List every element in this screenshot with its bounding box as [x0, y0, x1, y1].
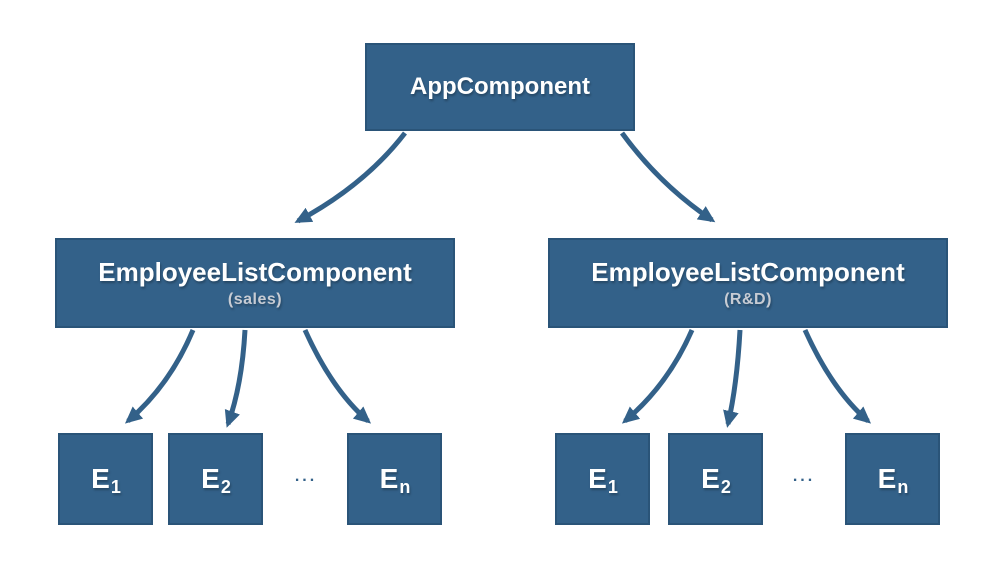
arrow-rnd-to-e2: [723, 329, 743, 428]
node-label: E2: [701, 463, 731, 497]
arrow-root-to-rnd: [619, 131, 716, 223]
node-sublabel: (sales): [227, 291, 283, 308]
node-label: E1: [588, 463, 618, 497]
node-label: E2: [201, 463, 231, 497]
node-employee-list-rnd: EmployeeListComponent (R&D): [548, 238, 948, 328]
node-employee-list-sales: EmployeeListComponent (sales): [55, 238, 455, 328]
arrow-sales-to-e1: [124, 329, 196, 424]
node-rnd-e2: E2: [668, 433, 763, 525]
node-label: EmployeeListComponent: [591, 257, 905, 287]
node-sublabel: (R&D): [724, 291, 772, 308]
ellipsis-rnd: ...: [792, 468, 816, 485]
arrow-sales-to-e2: [224, 329, 248, 428]
arrow-root-to-sales: [294, 131, 407, 224]
arrow-sales-to-en: [302, 328, 372, 424]
node-label: En: [379, 463, 411, 497]
arrow-rnd-to-en: [802, 328, 872, 424]
node-sales-e1: E1: [58, 433, 153, 525]
node-rnd-en: En: [845, 433, 940, 525]
node-app-component: AppComponent: [365, 43, 635, 131]
arrow-rnd-to-e1: [621, 328, 695, 424]
node-label: En: [877, 463, 909, 497]
node-sales-en: En: [347, 433, 442, 525]
node-label: EmployeeListComponent: [98, 257, 412, 287]
node-sales-e2: E2: [168, 433, 263, 525]
node-label: AppComponent: [410, 73, 590, 100]
node-label: E1: [91, 463, 121, 497]
node-rnd-e1: E1: [555, 433, 650, 525]
ellipsis-sales: ...: [294, 468, 318, 485]
